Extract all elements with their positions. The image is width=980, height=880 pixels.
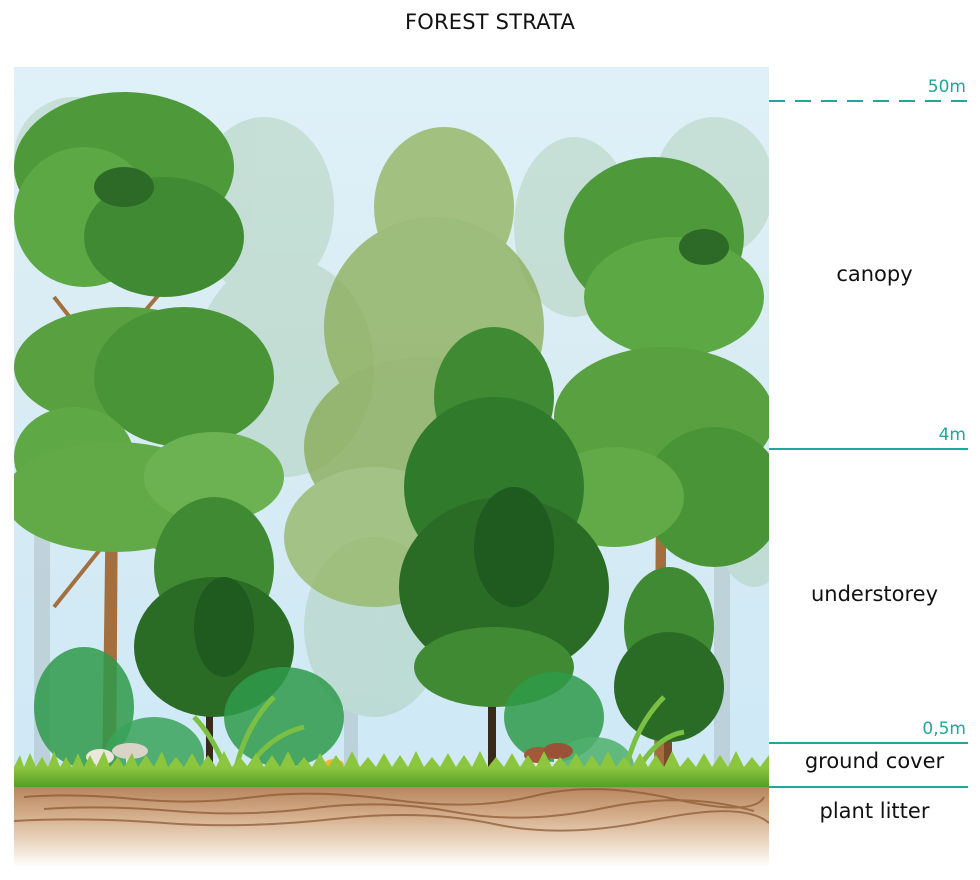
stratum-label-ground-cover: ground cover [804, 749, 945, 773]
stratum-label-canopy: canopy [836, 262, 913, 286]
height-label-4m: 4m [938, 425, 966, 445]
diagram-title: FOREST STRATA [404, 10, 576, 34]
height-line-4m [769, 448, 968, 450]
center-understorey-tree [399, 327, 609, 787]
ground-level-line [769, 786, 968, 788]
stratum-label-plant-litter: plant litter [819, 799, 930, 823]
height-label-0-5m: 0,5m [922, 719, 966, 739]
forest-scene-graphic [14, 92, 769, 867]
grass-strip [14, 767, 769, 789]
height-line-0-5m [769, 742, 968, 744]
height-line-50m [769, 100, 968, 102]
stratum-label-understorey: understorey [810, 582, 939, 606]
left-canopy-tree [14, 92, 284, 787]
forest-illustration [14, 67, 769, 867]
height-label-50m: 50m [927, 77, 966, 97]
right-understorey-tree [614, 567, 724, 787]
